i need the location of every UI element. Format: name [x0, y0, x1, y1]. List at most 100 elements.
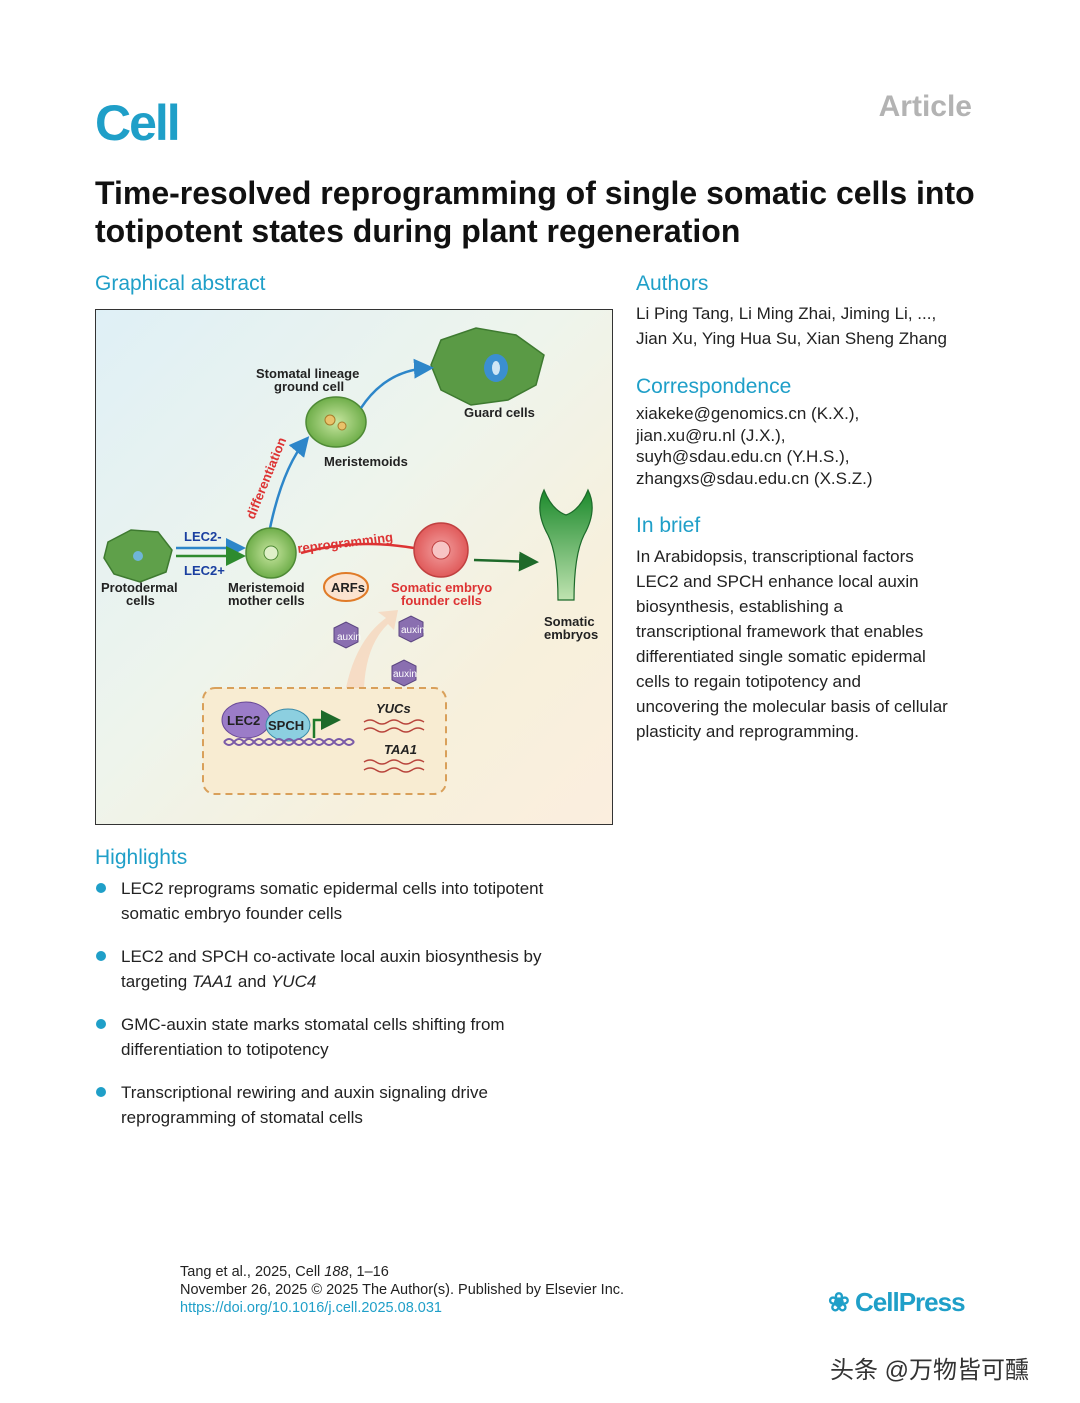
- lec2-plus-label: LEC2+: [184, 563, 225, 578]
- yucs-mrna-1: [363, 719, 425, 725]
- auxin-label-3: auxin: [393, 669, 417, 680]
- article-type-label: Article: [878, 90, 972, 123]
- highlight-item: GMC-auxin state marks stomatal cells shi…: [95, 1012, 615, 1062]
- somatic-embryos-label-1: Somatic: [544, 614, 595, 629]
- mmc-label-1: Meristemoid: [228, 580, 305, 595]
- highlight-line: LEC2 and SPCH co-activate local auxin bi…: [121, 947, 542, 966]
- differentiation-arrow: [266, 436, 310, 539]
- auxin-molecule-2: [398, 615, 424, 643]
- bullet-icon: [96, 1087, 106, 1097]
- sefc-label-2: founder cells: [401, 593, 482, 608]
- cellpress-leaf-icon: ❀: [828, 1287, 856, 1317]
- yucs-label: YUCs: [376, 701, 411, 716]
- reprogramming-label: reprogramming: [297, 529, 394, 556]
- dna-strand-1: [223, 738, 355, 746]
- citation-footer: Tang et al., 2025, Cell 188, 1–16 Novemb…: [180, 1263, 624, 1317]
- taa1-mrna-2: [363, 767, 425, 773]
- in-brief-line: differentiated single somatic epidermal: [636, 647, 926, 666]
- graphical-abstract-heading: Graphical abstract: [95, 272, 266, 295]
- email-link[interactable]: suyh@sdau.edu.cn (Y.H.S.),: [636, 447, 850, 466]
- authors-heading: Authors: [636, 272, 709, 295]
- in-brief-line: In Arabidopsis, transcriptional factors: [636, 547, 914, 566]
- dna-strand-2: [223, 738, 355, 746]
- lec2-minus-label: LEC2-: [184, 529, 222, 544]
- highlight-line: LEC2 reprograms somatic epidermal cells …: [121, 879, 544, 898]
- stomatal-lineage-label-2: ground cell: [274, 379, 344, 394]
- auxin-flow-arrow: [346, 610, 398, 688]
- gene-name: TAA1: [191, 972, 234, 991]
- graphical-abstract-diagram: Guard cells Stomatal lineage ground cell…: [101, 327, 598, 795]
- highlights-heading: Highlights: [95, 846, 188, 869]
- yucs-mrna-2: [363, 727, 425, 733]
- authors-line: Jian Xu, Ying Hua Su, Xian Sheng Zhang: [636, 329, 947, 348]
- doi-link[interactable]: https://doi.org/10.1016/j.cell.2025.08.0…: [180, 1300, 442, 1316]
- differentiation-label: differentiation: [243, 435, 289, 521]
- graphical-abstract-figure: Guard cells Stomatal lineage ground cell…: [95, 309, 613, 825]
- correspondence-heading: Correspondence: [636, 375, 792, 398]
- highlights-list: LEC2 reprograms somatic epidermal cells …: [95, 876, 615, 1148]
- highlight-line: somatic embryo founder cells: [121, 904, 343, 923]
- in-brief-text: In Arabidopsis, transcriptional factors …: [636, 544, 986, 744]
- protodermal-cell-illustration: [103, 529, 173, 583]
- meristemoid-illustration: [305, 396, 367, 448]
- in-brief-line: uncovering the molecular basis of cellul…: [636, 697, 948, 716]
- meristemoid-mother-cell-illustration: [245, 527, 297, 579]
- protodermal-label-2: cells: [126, 593, 155, 608]
- highlight-line: differentiation to totipotency: [121, 1040, 329, 1059]
- highlight-line: GMC-auxin state marks stomatal cells shi…: [121, 1015, 505, 1034]
- citation-line: Tang et al., 2025, Cell 188, 1–16: [180, 1264, 389, 1280]
- correspondence-list: xiakeke@genomics.cn (K.X.), jian.xu@ru.n…: [636, 403, 986, 489]
- spch-protein: [265, 708, 311, 742]
- arrow-to-guard-cells: [359, 358, 434, 409]
- auxin-label-1: auxin: [337, 632, 361, 643]
- meristemoids-label: Meristemoids: [324, 454, 408, 469]
- authors-list: Li Ping Tang, Li Ming Zhai, Jiming Li, .…: [636, 301, 986, 351]
- guard-cells-label: Guard cells: [464, 405, 535, 420]
- in-brief-line: LEC2 and SPCH enhance local auxin: [636, 572, 919, 591]
- highlight-item: LEC2 and SPCH co-activate local auxin bi…: [95, 944, 615, 994]
- somatic-embryo-founder-cell-illustration: [413, 522, 469, 578]
- bullet-icon: [96, 883, 106, 893]
- in-brief-line: transcriptional framework that enables: [636, 622, 924, 641]
- in-brief-line: biosynthesis, establishing a: [636, 597, 843, 616]
- in-brief-line: cells to regain totipotency and: [636, 672, 861, 691]
- auxin-molecule-1: [333, 621, 359, 649]
- spch-label: SPCH: [268, 718, 304, 733]
- somatic-embryos-label-2: embryos: [544, 627, 598, 642]
- lec2-label: LEC2: [227, 713, 260, 728]
- somatic-embryo-illustration: [539, 488, 593, 601]
- mmc-label-2: mother cells: [228, 593, 305, 608]
- reprogramming-arrow: [300, 542, 415, 555]
- taa1-label: TAA1: [384, 742, 417, 757]
- email-link[interactable]: zhangxs@sdau.edu.cn (X.S.Z.): [636, 468, 873, 488]
- arfs-shape: [323, 572, 369, 602]
- email-link[interactable]: xiakeke@genomics.cn (K.X.),: [636, 404, 860, 423]
- paper-title: Time-resolved reprogramming of single so…: [95, 175, 975, 249]
- bullet-icon: [96, 951, 106, 961]
- guard-cells-illustration: [430, 327, 545, 406]
- in-brief-heading: In brief: [636, 514, 701, 537]
- arrow-to-somatic-embryos: [473, 551, 539, 572]
- gene-name: YUC4: [270, 972, 317, 991]
- in-brief-line: plasticity and reprogramming.: [636, 722, 859, 741]
- transcription-start-arrow: [312, 710, 341, 738]
- publication-date-line: November 26, 2025 © 2025 The Author(s). …: [180, 1282, 625, 1298]
- cellpress-logo: ❀ CellPress: [828, 1287, 966, 1317]
- auxin-label-2: auxin: [401, 625, 425, 636]
- highlight-line: Transcriptional rewiring and auxin signa…: [121, 1083, 488, 1102]
- highlight-line: targeting TAA1 and YUC4: [121, 972, 317, 991]
- auxin-molecule-3: [391, 659, 417, 687]
- bullet-icon: [96, 1019, 106, 1029]
- highlight-line: reprogramming of stomatal cells: [121, 1108, 363, 1127]
- sefc-label-1: Somatic embryo: [391, 580, 492, 595]
- arfs-label: ARFs: [331, 580, 365, 595]
- highlight-item: Transcriptional rewiring and auxin signa…: [95, 1080, 615, 1130]
- stomatal-lineage-label-1: Stomatal lineage: [256, 366, 359, 381]
- authors-line: Li Ping Tang, Li Ming Zhai, Jiming Li, .…: [636, 304, 937, 323]
- taa1-mrna-1: [363, 759, 425, 765]
- email-link[interactable]: jian.xu@ru.nl (J.X.),: [636, 425, 786, 445]
- highlight-item: LEC2 reprograms somatic epidermal cells …: [95, 876, 615, 926]
- journal-logo: Cell: [95, 95, 181, 151]
- protodermal-label-1: Protodermal: [101, 580, 178, 595]
- watermark: 头条 @万物皆可醺: [830, 1357, 1030, 1384]
